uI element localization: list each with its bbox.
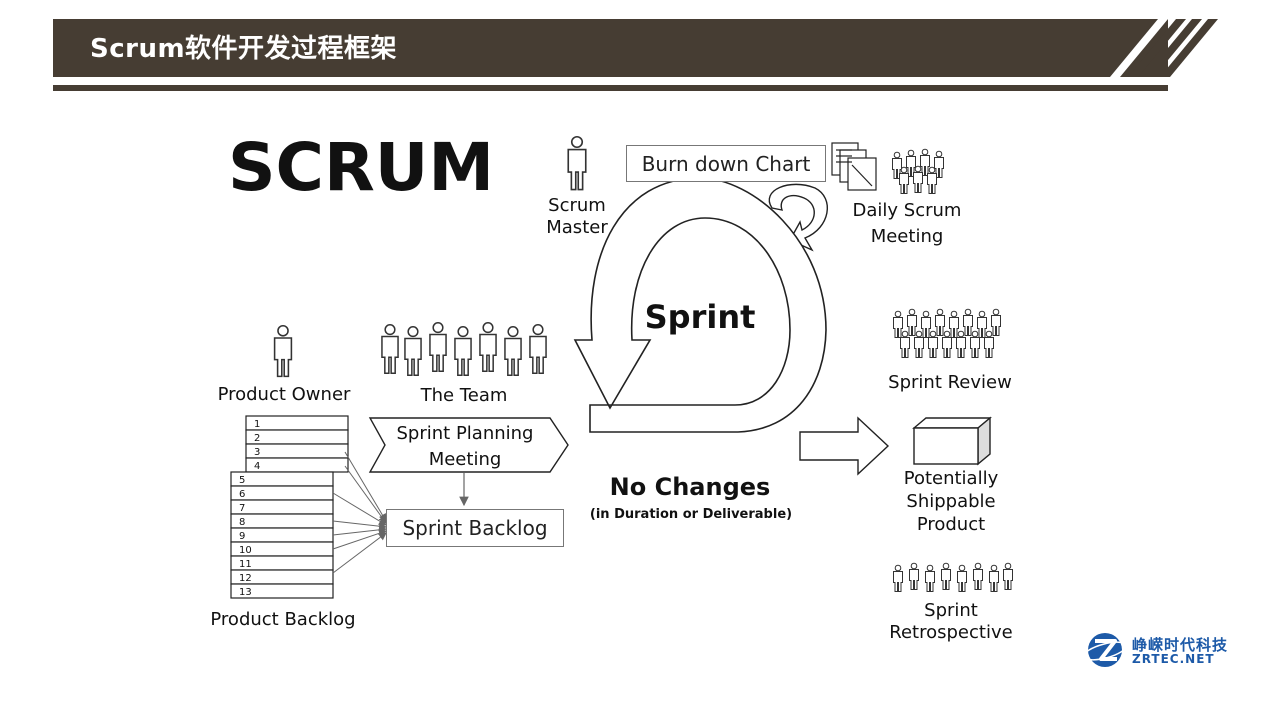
backlog-item: 10 xyxy=(239,545,252,556)
backlog-item: 13 xyxy=(239,587,252,598)
daily-scrum-label-1: Daily Scrum xyxy=(853,200,962,221)
sprint-retrospective-label-1: Sprint xyxy=(924,600,978,621)
sprint-review-people-icon xyxy=(893,308,1001,358)
scrum-heading: SCRUM xyxy=(228,129,494,206)
scrum-master-label-1: Scrum xyxy=(548,195,606,216)
product-backlog-bottom xyxy=(230,471,334,599)
sprint-backlog-box: Sprint Backlog xyxy=(386,509,564,547)
sprint-planning-chevron xyxy=(368,417,569,473)
backlog-item: 4 xyxy=(254,461,260,472)
the-team-icon xyxy=(381,322,547,377)
the-team-label: The Team xyxy=(420,385,508,406)
scrum-master-icon xyxy=(567,135,587,191)
no-changes-note: (in Duration or Deliverable) xyxy=(590,507,792,522)
scrum-master-label-2: Master xyxy=(546,217,608,238)
burndown-document-icon xyxy=(831,142,877,191)
backlog-item: 7 xyxy=(239,503,245,514)
no-changes-label: No Changes xyxy=(610,473,771,501)
header-underline xyxy=(53,85,1168,91)
backlog-item: 11 xyxy=(239,559,252,570)
daily-scrum-label-2: Meeting xyxy=(871,226,944,247)
backlog-item: 1 xyxy=(254,419,260,430)
logo-text-en: ZRTEC.NET xyxy=(1132,652,1215,666)
page-title: Scrum软件开发过程框架 xyxy=(90,34,398,64)
product-backlog-label: Product Backlog xyxy=(210,609,355,630)
potentially-shippable-label-2: Shippable xyxy=(906,491,995,512)
sprint-planning-label-1: Sprint Planning xyxy=(397,423,534,444)
sprint-retrospective-label-2: Retrospective xyxy=(889,622,1012,643)
title-bar xyxy=(53,19,1168,77)
zrtec-logo-icon xyxy=(1086,633,1128,667)
product-owner-label: Product Owner xyxy=(218,384,351,405)
potentially-shippable-label-3: Product xyxy=(917,514,985,535)
backlog-selection-arrows xyxy=(332,451,387,574)
backlog-item: 6 xyxy=(239,489,245,500)
daily-scrum-people-icon xyxy=(892,148,944,194)
sprint-label: Sprint xyxy=(645,298,756,336)
backlog-item: 5 xyxy=(239,475,245,486)
product-box-icon xyxy=(912,416,992,466)
backlog-item: 9 xyxy=(239,531,245,542)
product-backlog-top xyxy=(245,415,349,473)
burn-down-chart-box: Burn down Chart xyxy=(626,145,826,182)
sprint-cycle-arrow xyxy=(573,177,827,433)
potentially-shippable-label-1: Potentially xyxy=(904,468,999,489)
header-stripes-decoration xyxy=(1110,19,1218,77)
backlog-item: 12 xyxy=(239,573,252,584)
sprint-review-label: Sprint Review xyxy=(888,372,1012,393)
product-owner-icon xyxy=(273,324,293,378)
logo-text-cn: 峥嵘时代科技 xyxy=(1132,636,1229,654)
sprint-planning-label-2: Meeting xyxy=(429,449,502,470)
sprint-retrospective-people-icon xyxy=(893,562,1013,592)
backlog-item: 8 xyxy=(239,517,245,528)
backlog-item: 3 xyxy=(254,447,260,458)
output-arrow xyxy=(799,416,890,476)
backlog-item: 2 xyxy=(254,433,260,444)
